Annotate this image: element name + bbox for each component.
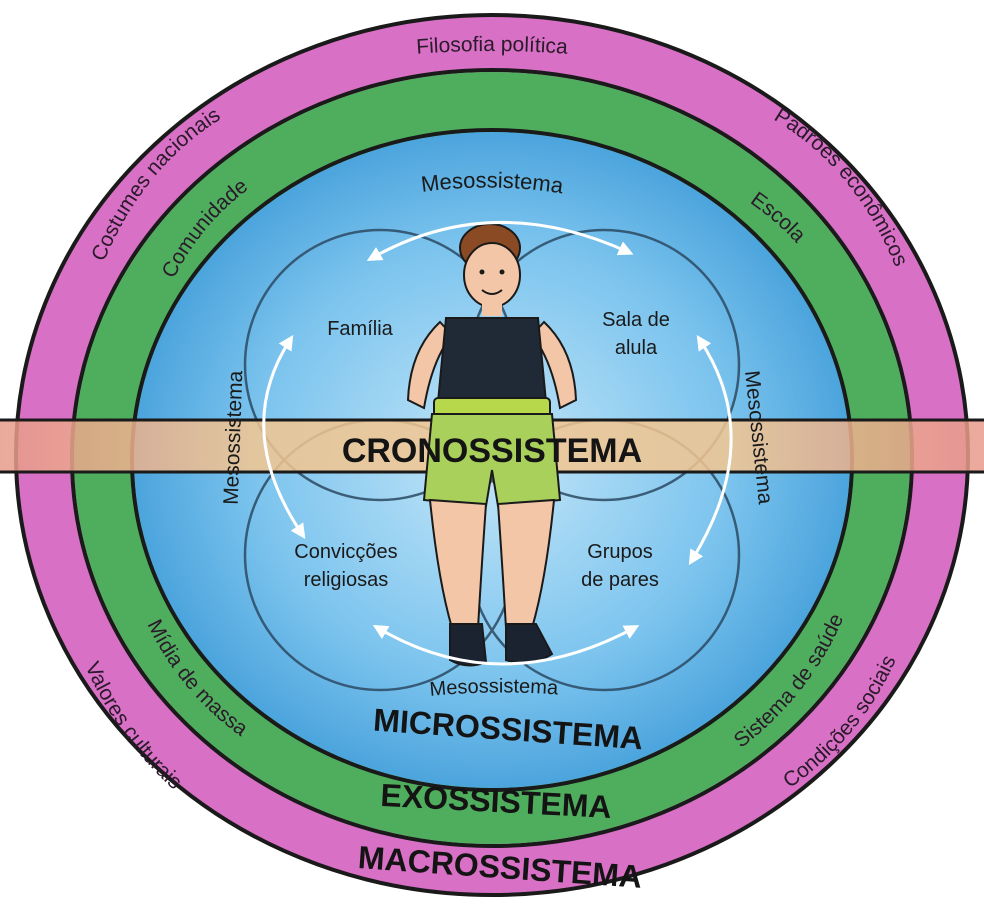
micro-label-familia: Família bbox=[327, 318, 393, 340]
person-neck bbox=[482, 302, 502, 316]
person-tank-top bbox=[438, 318, 546, 402]
micro-label-grupos-line1: Grupos bbox=[587, 541, 653, 563]
person-head bbox=[464, 243, 520, 307]
micro-label-grupos-line2: de pares bbox=[581, 569, 659, 591]
meso-label-left: Mesossistema bbox=[220, 370, 248, 505]
micro-label-conviccoes-line2: religiosas bbox=[304, 569, 388, 591]
micro-label-sala-line1: Sala de bbox=[602, 309, 670, 331]
chronosystem-title: CRONOSSISTEMA bbox=[342, 432, 642, 470]
person-eye-left bbox=[480, 270, 485, 275]
meso-label-bottom: Mesossistema bbox=[429, 675, 560, 700]
person-eye-right bbox=[500, 270, 505, 275]
micro-label-sala-line2: alula bbox=[615, 337, 658, 359]
micro-label-conviccoes-line1: Convicções bbox=[294, 541, 397, 563]
